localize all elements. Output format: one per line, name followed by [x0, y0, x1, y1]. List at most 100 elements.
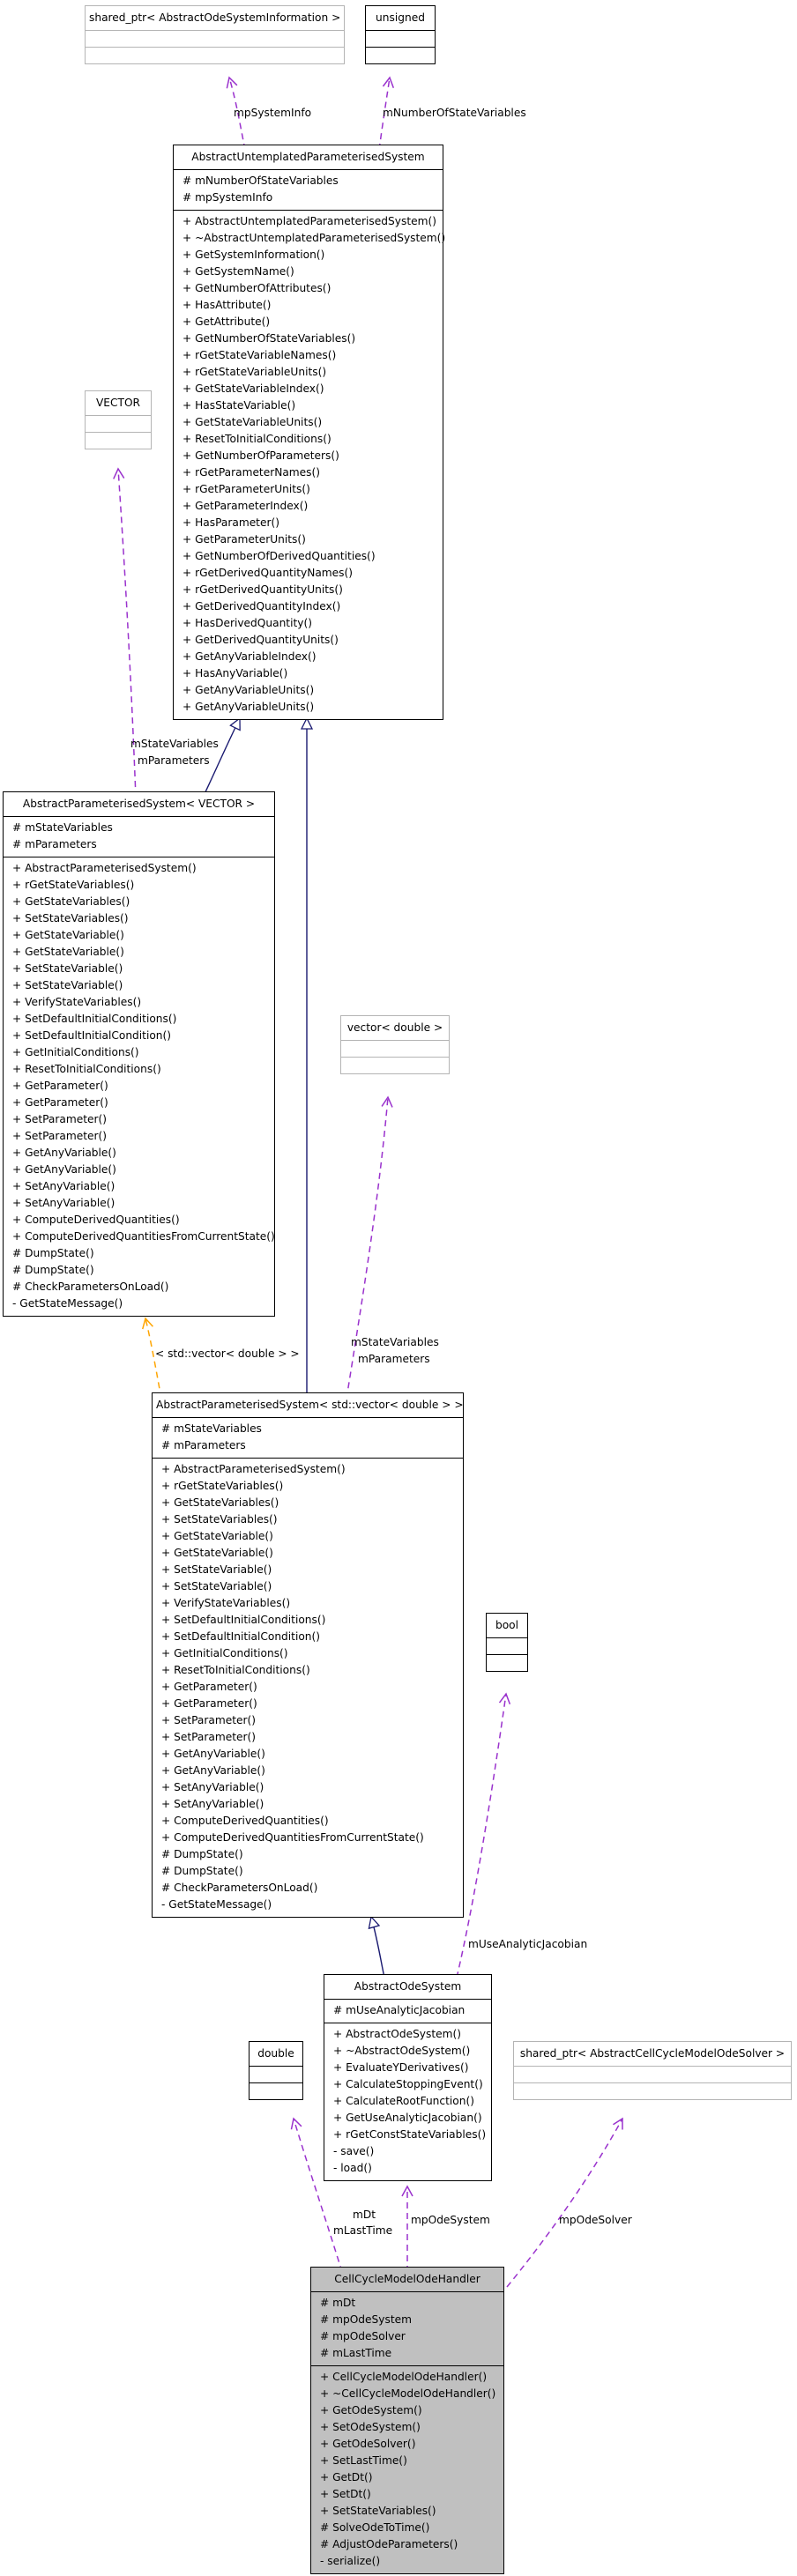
edge-mpsysteminfo: [226, 76, 246, 151]
method-row: + SetAnyVariable(): [161, 1781, 264, 1793]
methods-section: + AbstractParameterisedSystem() + rGetSta…: [4, 857, 275, 1316]
method-row: + rGetStateVariables(): [161, 1480, 284, 1492]
method-row: + HasParameter(): [182, 516, 279, 529]
attribute-row: # mParameters: [161, 1439, 246, 1451]
method-row: # CheckParametersOnLoad(): [161, 1882, 318, 1894]
method-row: + rGetStateVariableUnits(): [182, 366, 327, 378]
method-row: + rGetParameterNames(): [182, 466, 321, 479]
edge-aps-vector-inherits: [202, 718, 240, 798]
attribute-row: # mpSystemInfo: [182, 191, 273, 204]
method-row: + GetAnyVariable(): [161, 1748, 265, 1760]
class-title: double: [257, 2047, 294, 2060]
edge-mpodesolver: [506, 2117, 623, 2288]
attribute-row: # mNumberOfStateVariables: [182, 174, 339, 187]
class-title: CellCycleModelOdeHandler: [334, 2273, 480, 2285]
method-row: + SetDefaultInitialConditions(): [12, 1013, 177, 1025]
class-title: AbstractUntemplatedParameterisedSystem: [191, 151, 425, 163]
edge-label-mpodesolver: mpOdeSolver: [559, 2214, 632, 2226]
attributes-section: # mStateVariables# mParameters: [4, 816, 274, 857]
attribute-row: # mLastTime: [320, 2347, 392, 2359]
edge-label-vector-parameters: mParameters: [138, 754, 210, 767]
attribute-row: # mDt: [320, 2297, 356, 2309]
class-vector-double[interactable]: vector< double >: [340, 1015, 450, 1074]
methods-section: [514, 2082, 791, 2099]
methods-section: + AbstractUntemplatedParameterisedSystem…: [174, 210, 445, 719]
method-row: + ComputeDerivedQuantities(): [12, 1214, 180, 1226]
edge-double-members: [290, 2117, 343, 2273]
method-row: + AbstractParameterisedSystem(): [12, 862, 197, 874]
method-row: + CalculateStoppingEvent(): [333, 2078, 483, 2090]
method-row: + GetParameterUnits(): [182, 533, 306, 546]
method-row: + SetParameter(): [12, 1113, 108, 1125]
class-shared-ptr-abstract-cell-cycle-model-ode-solver[interactable]: shared_ptr< AbstractCellCycleModelOdeSol…: [513, 2041, 792, 2100]
class-vector[interactable]: VECTOR: [85, 390, 152, 449]
method-row: + SetDefaultInitialCondition(): [161, 1630, 321, 1643]
method-row: + GetStateVariables(): [12, 895, 130, 908]
edge-label-template-binding: < std::vector< double > >: [155, 1347, 300, 1360]
class-bool[interactable]: bool: [486, 1613, 528, 1672]
attributes-section: [250, 2066, 302, 2082]
method-row: + GetDerivedQuantityUnits(): [182, 634, 339, 646]
method-row: + rGetStateVariables(): [12, 879, 135, 891]
method-row: + rGetStateVariableNames(): [182, 349, 337, 361]
method-row: + GetNumberOfAttributes(): [182, 282, 331, 294]
method-row: + ResetToInitialConditions(): [12, 1063, 161, 1075]
method-row: + SetDt(): [320, 2488, 371, 2500]
method-row: + GetDt(): [320, 2471, 373, 2483]
method-row: + GetStateVariable(): [161, 1530, 273, 1542]
method-row: + SetStateVariables(): [161, 1513, 278, 1526]
method-row: + HasAnyVariable(): [182, 667, 288, 679]
method-row: + SetAnyVariable(): [161, 1798, 264, 1810]
attribute-row: # mUseAnalyticJacobian: [333, 2004, 466, 2016]
method-row: + ComputeDerivedQuantitiesFromCurrentSta…: [12, 1230, 275, 1243]
class-abstract-parameterised-system-std-vector[interactable]: AbstractParameterisedSystem< std::vector…: [152, 1392, 464, 1918]
class-double[interactable]: double: [249, 2041, 303, 2100]
methods-section: [487, 1654, 527, 1671]
method-row: + SetParameter(): [161, 1731, 257, 1743]
class-title: bool: [495, 1619, 519, 1631]
class-abstract-parameterised-system-vector[interactable]: AbstractParameterisedSystem< VECTOR > # …: [3, 791, 275, 1317]
method-row: - save(): [333, 2145, 375, 2157]
methods-section: [86, 47, 344, 63]
methods-section: [366, 47, 435, 63]
method-row: + SetStateVariable(): [12, 979, 123, 991]
method-row: + SetStateVariable(): [161, 1580, 272, 1592]
class-abstract-ode-system[interactable]: AbstractOdeSystem # mUseAnalyticJacobian…: [324, 1974, 492, 2181]
class-shared-ptr-abstract-ode-system-information[interactable]: shared_ptr< AbstractOdeSystemInformation…: [85, 5, 345, 64]
method-row: + AbstractParameterisedSystem(): [161, 1463, 346, 1475]
methods-section: [341, 1057, 449, 1073]
edge-abstract-ode-system-inherits: [371, 1917, 385, 1978]
class-title: AbstractParameterisedSystem< std::vector…: [156, 1399, 464, 1411]
class-abstract-untemplated-parameterised-system[interactable]: AbstractUntemplatedParameterisedSystem #…: [173, 145, 445, 720]
method-row: + HasAttribute(): [182, 299, 272, 311]
method-row: + HasStateVariable(): [182, 399, 296, 412]
method-row: - load(): [333, 2162, 372, 2174]
method-row: + GetInitialConditions(): [12, 1046, 139, 1058]
methods-section: + AbstractParameterisedSystem() + rGetSta…: [153, 1458, 463, 1917]
method-row: + SetStateVariables(): [320, 2505, 436, 2517]
method-row: + AbstractUntemplatedParameterisedSystem…: [182, 215, 436, 227]
method-row: + GetSystemInformation(): [182, 249, 325, 261]
class-cell-cycle-model-ode-handler[interactable]: CellCycleModelOdeHandler # mDt# mpOdeSys…: [310, 2267, 504, 2574]
method-row: + VerifyStateVariables(): [161, 1597, 291, 1609]
method-row: + GetOdeSystem(): [320, 2404, 422, 2416]
edge-aps-std-vector-to-vector-double: [346, 1095, 393, 1399]
edge-label-vector-double-state-variables: mStateVariables: [351, 1336, 439, 1348]
edge-label-mlasttime: mLastTime: [333, 2224, 393, 2237]
method-row: + SetParameter(): [12, 1130, 108, 1142]
class-unsigned[interactable]: unsigned: [365, 5, 436, 64]
method-row: + GetAttribute(): [182, 316, 271, 328]
method-row: # DumpState(): [161, 1865, 243, 1877]
class-title: VECTOR: [95, 397, 141, 409]
method-row: - GetStateMessage(): [161, 1898, 272, 1911]
class-title: AbstractOdeSystem: [354, 1980, 462, 1993]
attributes-section: [487, 1637, 527, 1654]
method-row: + GetAnyVariableUnits(): [182, 701, 315, 713]
method-row: + SetOdeSystem(): [320, 2421, 421, 2433]
attributes-section: [341, 1040, 449, 1057]
attribute-row: # mpOdeSolver: [320, 2330, 406, 2342]
methods-section: [86, 432, 151, 449]
attributes-section: # mStateVariables# mParameters: [153, 1417, 463, 1458]
method-row: + SetAnyVariable(): [12, 1180, 115, 1192]
